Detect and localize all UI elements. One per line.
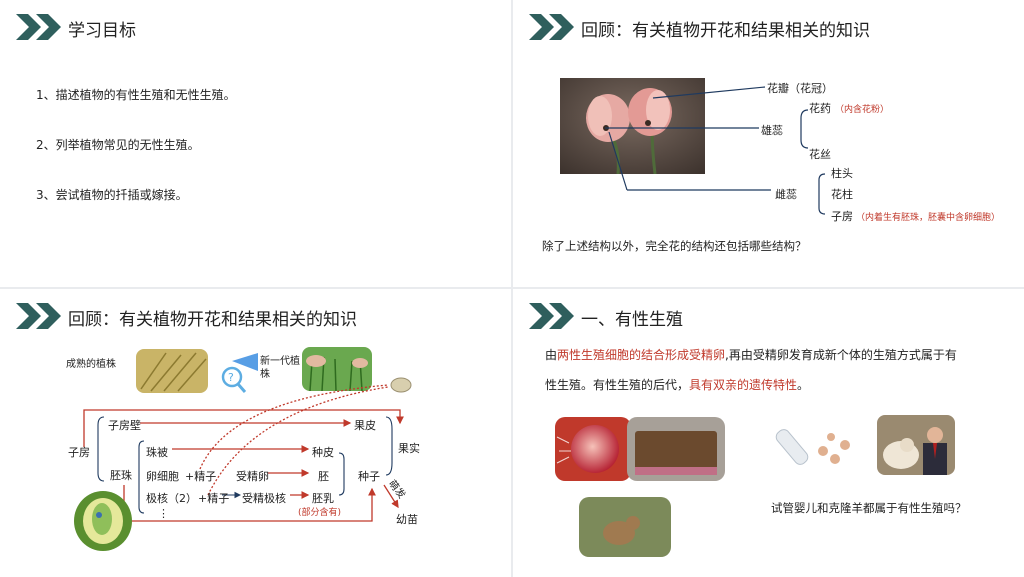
svg-text:?: ? — [228, 371, 234, 384]
label-pistil: 雌蕊 — [775, 188, 797, 201]
label-anther: 花药 — [809, 102, 831, 115]
slide-title: 一、有性生殖 — [581, 310, 683, 330]
slide-learning-goals[interactable]: 学习目标 1、描述植物的有性生殖和无性生殖。 2、列举植物常见的无性生殖。 3、… — [0, 0, 511, 287]
node-fruit: 果实 — [398, 442, 420, 455]
definition-line-2: 性生殖。有性生殖的后代，具有双亲的遗传特性。 — [545, 376, 809, 393]
slide-title: 回顾：有关植物开花和结果相关的知识 — [68, 310, 357, 330]
node-pericarp: 果皮 — [354, 419, 376, 432]
node-endosperm: 胚乳 — [312, 492, 334, 505]
fertilization-egg-photo — [555, 417, 631, 481]
label-filament: 花丝 — [809, 148, 831, 161]
node-fertilized-polar: 受精极核 — [242, 492, 286, 505]
node-embryo: 胚 — [318, 470, 329, 483]
goal-item: 1、描述植物的有性生殖和无性生殖。 — [36, 88, 236, 102]
definition-highlight: 两性生殖细胞的结合形成受精卵 — [557, 348, 726, 362]
label-mature-plant: 成熟的植株 — [66, 359, 116, 370]
node-ovary: 子房 — [68, 446, 90, 459]
chevron-icon — [16, 14, 61, 40]
goal-item: 3、尝试植物的扦插或嫁接。 — [36, 188, 188, 202]
question-text: 除了上述结构以外，完全花的结构还包括哪些结构？ — [542, 239, 807, 253]
label-anther-note: （内含花粉） — [835, 105, 890, 115]
node-sperm: +精子 — [185, 470, 217, 483]
slide-fertilization-diagram[interactable]: 回顾：有关植物开花和结果相关的知识 成熟的植株 ? 新一代植株 — [0, 289, 511, 577]
label-stigma: 柱头 — [831, 167, 853, 180]
node-seed-coat: 种皮 — [312, 446, 334, 459]
node-sperm: +精子 — [198, 492, 230, 505]
definition-text: 由 — [545, 348, 558, 362]
slide-sexual-reproduction[interactable]: 一、有性生殖 由两性生殖细胞的结合形成受精卵,再由受精卵发育成新个体的生殖方式属… — [513, 289, 1024, 577]
node-ellipsis: ⋮ — [158, 507, 169, 520]
magnifier-icon: ? — [221, 353, 258, 393]
definition-highlight: 具有双亲的遗传特性 — [689, 378, 798, 392]
node-seedling: 幼苗 — [396, 513, 418, 526]
node-partial-note: (部分含有) — [298, 508, 342, 518]
fertilization-flow-lines — [83, 384, 404, 522]
node-seed: 种子 — [358, 470, 380, 483]
goal-item: 2、列举植物常见的无性生殖。 — [36, 138, 200, 152]
node-integument: 珠被 — [146, 446, 168, 459]
node-polar-nuclei: 极核（2） — [146, 492, 197, 505]
slide-title: 回顾：有关植物开花和结果相关的知识 — [581, 21, 870, 41]
label-style: 花柱 — [831, 188, 853, 201]
definition-text: ,再由受精卵发育成新个体的生殖方式属于有 — [725, 348, 957, 362]
chevron-icon — [529, 303, 574, 329]
definition-text: 。 — [797, 378, 810, 392]
node-ovary-wall: 子房壁 — [108, 419, 141, 432]
node-zygote: 受精卵 — [236, 470, 269, 483]
seedling-photo — [302, 347, 372, 391]
chevron-icon — [16, 303, 61, 329]
ovule-cross-section — [74, 491, 132, 551]
test-tube-photo — [775, 417, 859, 475]
mature-plant-photo — [136, 349, 208, 393]
animals-photo — [579, 497, 671, 557]
slide-title: 学习目标 — [68, 21, 136, 41]
soil-tray-photo — [627, 417, 725, 481]
question-text: 试管婴儿和克隆羊都属于有性生殖吗？ — [771, 501, 967, 515]
cloned-sheep-photo — [877, 415, 955, 475]
slide-flower-review[interactable]: 回顾：有关植物开花和结果相关的知识 花瓣（花冠） 花药 （内含花粉） 雄蕊 花丝 — [513, 0, 1024, 287]
label-ovary-note: （内着生有胚珠，胚囊中含卵细胞） — [856, 213, 1001, 223]
label-petal: 花瓣（花冠） — [767, 82, 833, 95]
node-egg: 卵细胞 — [146, 470, 179, 483]
flower-connector-lines — [605, 86, 826, 215]
tulip-photo — [560, 78, 705, 174]
pollen-icon — [390, 377, 412, 393]
label-new-plant: 新一代植株 — [260, 356, 300, 380]
chevron-icon — [529, 14, 574, 40]
definition-text: 性生殖。有性生殖的后代， — [545, 378, 690, 392]
definition-line-1: 由两性生殖细胞的结合形成受精卵,再由受精卵发育成新个体的生殖方式属于有 — [545, 346, 957, 363]
label-ovary: 子房 — [831, 210, 853, 223]
label-stamen: 雄蕊 — [761, 124, 783, 137]
node-ovule: 胚珠 — [110, 469, 132, 482]
